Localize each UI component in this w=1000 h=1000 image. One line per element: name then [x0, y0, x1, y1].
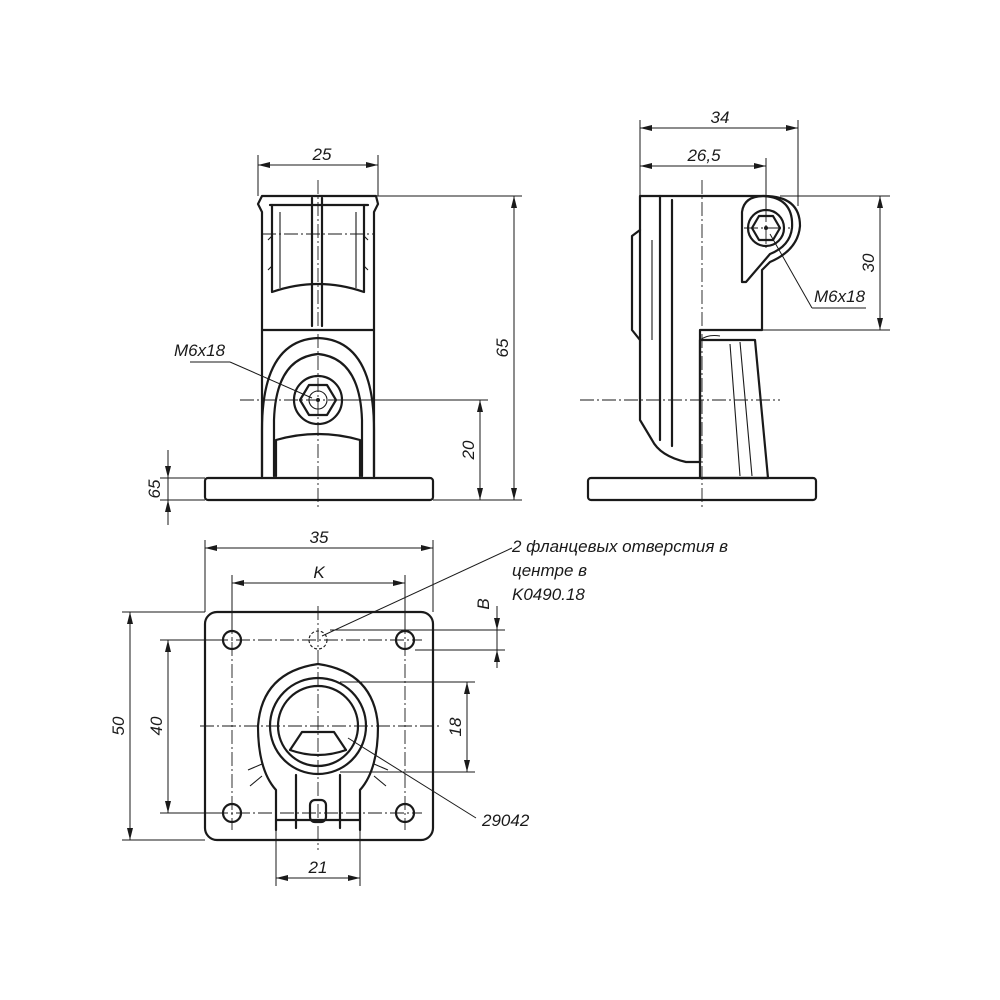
plan-note-line-1: 2 фланцевых отверстия в [511, 537, 728, 556]
plan-hole-spacing-dim: K [313, 563, 325, 582]
side-pivot-offset-dim: 26,5 [686, 146, 721, 165]
plan-slot-width-dim: 21 [308, 858, 328, 877]
plan-note-line-2: центре в [512, 561, 587, 580]
front-center-height-dim: 20 [459, 440, 478, 460]
plan-bore-dim: 18 [446, 717, 465, 736]
front-height-dim: 65 [493, 338, 512, 357]
plan-view: 35 K 50 40 18 21 [109, 528, 728, 886]
plan-part-ref: 29042 [481, 811, 530, 830]
side-view: 34 26,5 30 M6x18 [580, 108, 890, 510]
side-overall-width-dim: 34 [711, 108, 730, 127]
front-width-dim: 25 [312, 145, 332, 164]
side-bolt-label: M6x18 [814, 287, 866, 306]
plan-base-depth-dim: 50 [109, 716, 128, 735]
plan-note-line-3: K0490.18 [512, 585, 585, 604]
plan-base-width-dim: 35 [310, 528, 329, 547]
front-bolt-label: M6x18 [174, 341, 226, 360]
side-clamp-height-dim: 30 [859, 253, 878, 272]
front-base-thickness-dim: 65 [145, 479, 164, 498]
front-view: 25 65 20 65 M6x18 [145, 145, 522, 525]
plan-offset-dim: B [474, 598, 493, 609]
plan-hole-depth-spacing-dim: 40 [147, 716, 166, 735]
